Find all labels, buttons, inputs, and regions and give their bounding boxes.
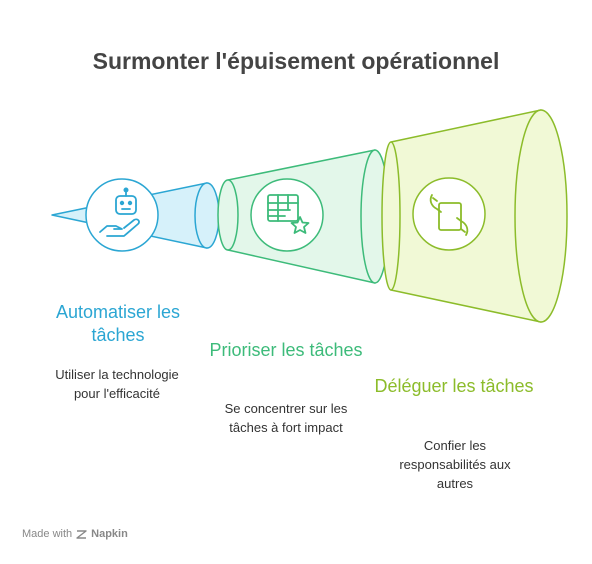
- step-desc-delegate: Confier les responsabilités aux autres: [399, 438, 511, 491]
- footer-brand: Napkin: [91, 528, 128, 540]
- stage-delegate: [381, 109, 568, 323]
- step-title-automate: Automatiser les tâches: [55, 302, 181, 345]
- footer-attribution: Made with Napkin: [22, 528, 128, 540]
- page-title: Surmonter l'épuisement opérationnel: [92, 48, 500, 74]
- hand-off-icon: [429, 194, 469, 236]
- step-desc-automate: Utiliser la technologie pour l'efficacit…: [55, 367, 179, 401]
- robot-hand-icon: [99, 187, 140, 237]
- stage-automate: [51, 178, 220, 252]
- table-star-icon: [267, 194, 310, 234]
- step-desc-prioritize: Se concentrer sur les tâches à fort impa…: [224, 401, 348, 435]
- stage-prioritize: [217, 149, 390, 284]
- step-title-delegate: Déléguer les tâches: [374, 376, 534, 396]
- step-title-prioritize: Prioriser les tâches: [209, 340, 363, 360]
- footer-made-with: Made with: [22, 528, 73, 540]
- napkin-logo-icon: [76, 529, 87, 539]
